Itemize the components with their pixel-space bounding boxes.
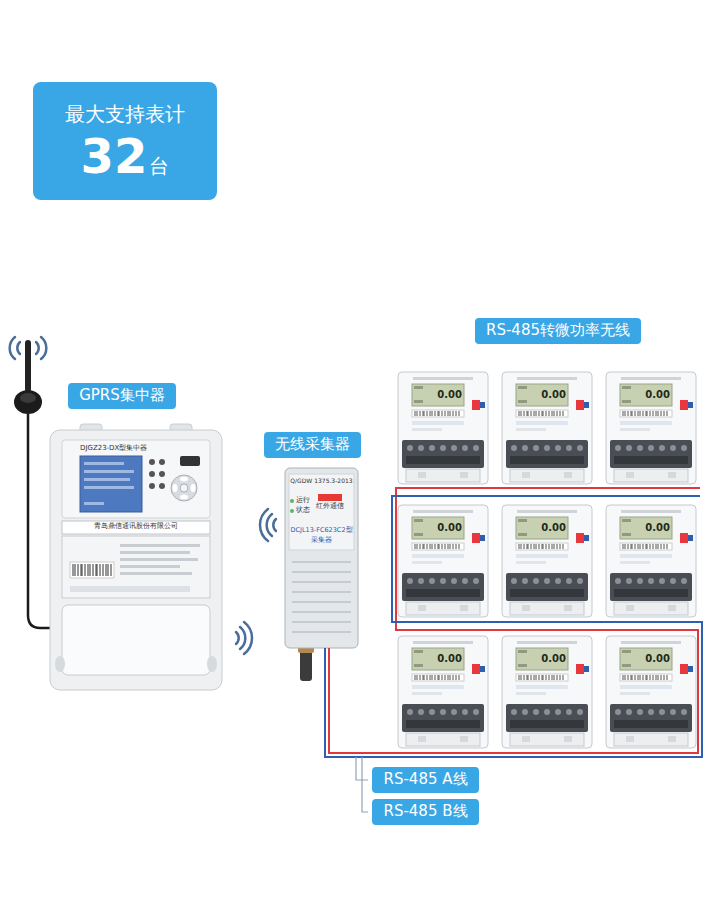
text-row: 32台 — [81, 131, 170, 181]
label-text: RS-485转微功率无线 — [486, 321, 630, 341]
concentrator — [50, 424, 222, 690]
model-text: DCJL13-FC623C2型 — [287, 526, 356, 534]
indicator-text: 红外通信 — [316, 502, 346, 510]
meter-reading: 0.00 — [528, 389, 566, 402]
text-row: RS-485转微功率无线 — [486, 321, 630, 341]
feature-badge: 最大支持表计 32台 — [33, 82, 217, 200]
meter-reading: 0.00 — [424, 522, 462, 535]
device-label: 无线采集器 — [264, 432, 361, 458]
indicator-text: 运行 — [296, 496, 314, 504]
meter-reading: 0.00 — [528, 522, 566, 535]
rs485-wires — [325, 488, 702, 812]
label-text: 台 — [149, 153, 169, 179]
electric-meter — [606, 505, 696, 617]
device-name-text: 采集器 — [287, 536, 356, 544]
model-text: DJGZ23-DX型集中器 — [80, 444, 180, 453]
electric-meter — [398, 636, 488, 748]
text-row: GPRS集中器 — [79, 386, 165, 406]
meter-reading: 0.00 — [528, 653, 566, 666]
electric-meter — [398, 505, 488, 617]
meter-reading: 0.00 — [632, 389, 670, 402]
electric-meter — [502, 372, 592, 484]
label-text: GPRS集中器 — [79, 386, 165, 406]
maker-text: 青岛鼎信通讯股份有限公司 — [62, 522, 210, 531]
electric-meter — [606, 372, 696, 484]
wireless-collector — [285, 468, 358, 681]
text-row: 无线采集器 — [275, 435, 350, 455]
label-text: RS-485 A线 — [383, 770, 467, 790]
standard-text: Q/GDW 1375.3-2013 — [287, 477, 356, 485]
device-label: RS-485转微功率无线 — [475, 318, 641, 344]
label-text: 无线采集器 — [275, 435, 350, 455]
electric-meter — [502, 505, 592, 617]
text-row: RS-485 B线 — [383, 802, 467, 822]
meters — [398, 372, 696, 748]
label-text: RS-485 B线 — [383, 802, 467, 822]
wire-label: RS-485 A线 — [372, 767, 479, 793]
electric-meter — [606, 636, 696, 748]
text-row: RS-485 A线 — [383, 770, 467, 790]
electric-meter — [502, 636, 592, 748]
label-text: 最大支持表计 — [65, 101, 185, 127]
wire-label: RS-485 B线 — [372, 799, 479, 825]
device-label: GPRS集中器 — [68, 383, 176, 409]
antenna — [14, 340, 50, 628]
meter-reading: 0.00 — [632, 522, 670, 535]
text-row: 最大支持表计 — [65, 101, 185, 127]
label-text: 32 — [81, 131, 148, 181]
meter-reading: 0.00 — [424, 653, 462, 666]
electric-meter — [398, 372, 488, 484]
indicator-text: 状态 — [296, 506, 314, 514]
meter-reading: 0.00 — [632, 653, 670, 666]
meter-reading: 0.00 — [424, 389, 462, 402]
